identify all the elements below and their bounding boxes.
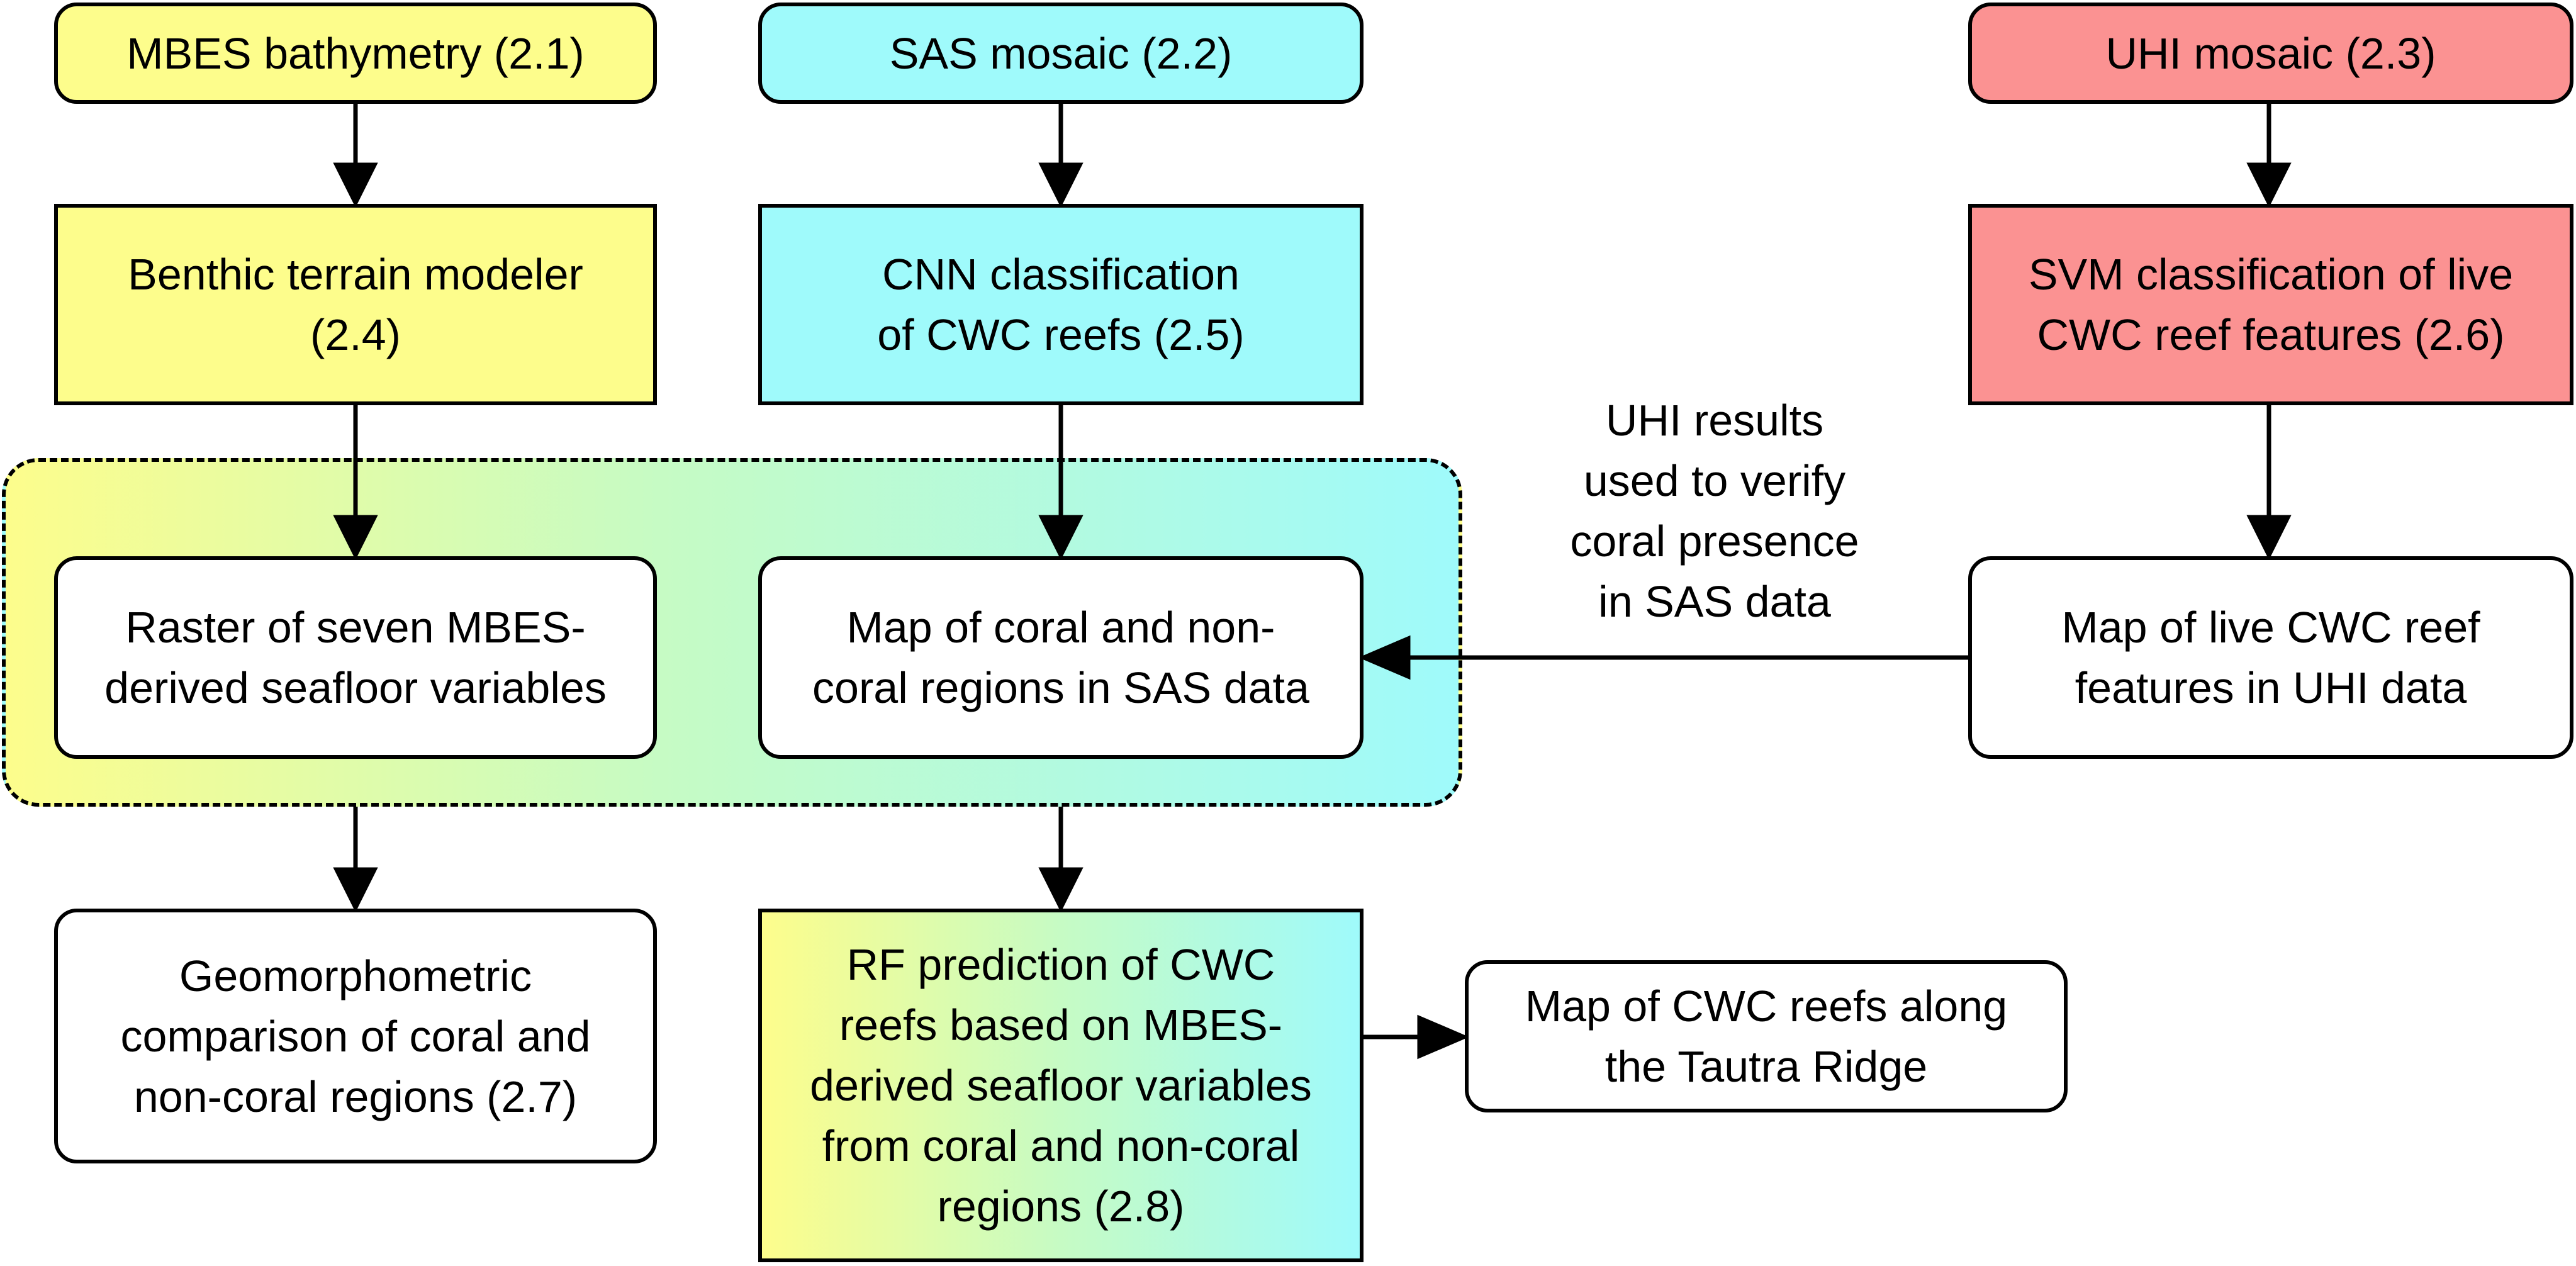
benthic-terrain-modeler-box: Benthic terrain modeler (2.4) (54, 204, 657, 405)
uhi-mosaic-box: UHI mosaic (2.3) (1968, 3, 2573, 104)
raster-variables-box: Raster of seven MBES- derived seafloor v… (54, 556, 657, 759)
mbes-bathymetry-box: MBES bathymetry (2.1) (54, 3, 657, 104)
sas-mosaic-box: SAS mosaic (2.2) (758, 3, 1364, 104)
cnn-classification-box: CNN classification of CWC reefs (2.5) (758, 204, 1364, 405)
live-reef-map-box: Map of live CWC reef features in UHI dat… (1968, 556, 2573, 759)
final-reef-map-box: Map of CWC reefs along the Tautra Ridge (1465, 960, 2068, 1112)
uhi-verification-note: UHI results used to verify coral presenc… (1570, 396, 1859, 626)
coral-map-box: Map of coral and non- coral regions in S… (758, 556, 1364, 759)
rf-prediction-box: RF prediction of CWC reefs based on MBES… (758, 909, 1364, 1262)
svm-classification-box: SVM classification of live CWC reef feat… (1968, 204, 2573, 405)
geomorphometric-comparison-box: Geomorphometric comparison of coral and … (54, 909, 657, 1163)
